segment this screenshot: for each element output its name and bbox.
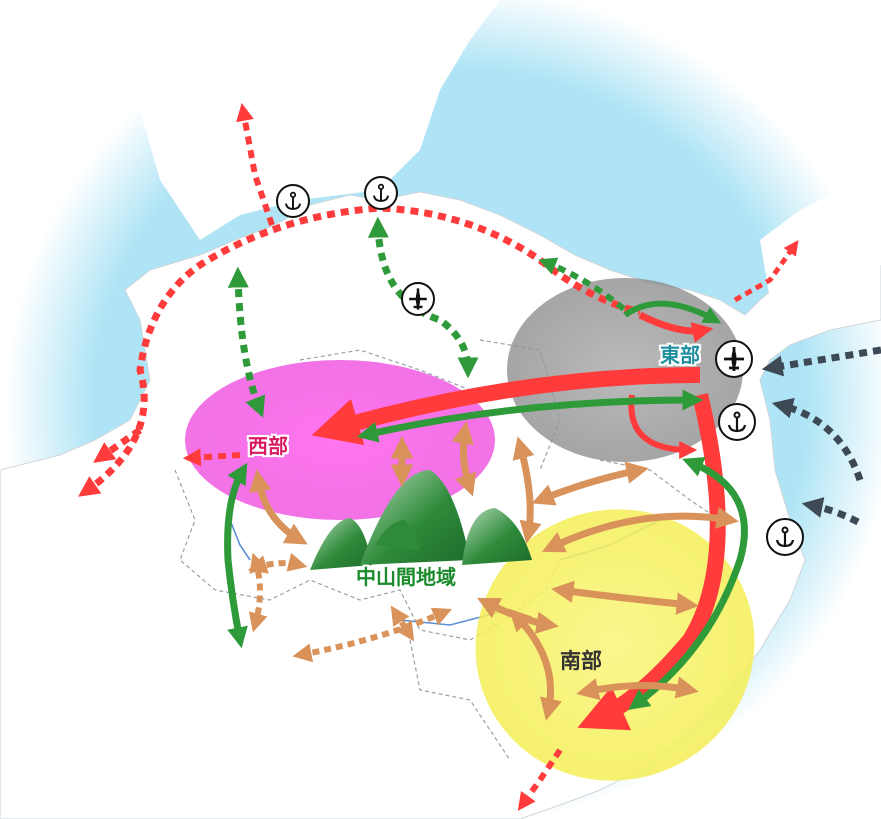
region-label-south: 南部 xyxy=(560,649,602,673)
region-label-mountains: 中山間地域 xyxy=(356,565,456,589)
region-label-west: 西部 xyxy=(248,434,288,458)
port-icon-north-west xyxy=(276,184,310,218)
dark-dotted-arrows xyxy=(761,346,881,526)
northeast-land xyxy=(760,185,881,300)
red-arrow-coast-to-east xyxy=(638,311,714,343)
green-arrow-east-to-west xyxy=(356,389,704,443)
green-arrow-east-to-south xyxy=(628,456,748,710)
tan-dotted-arrows xyxy=(247,552,453,663)
green-dotted-airport-link xyxy=(367,216,479,379)
green-dotted-northeast-link xyxy=(538,257,627,313)
north-land xyxy=(140,0,500,240)
port-icon-south-east xyxy=(766,518,804,556)
red-dotted-south-route xyxy=(517,748,563,811)
green-arrow-west-south xyxy=(224,462,248,649)
airport-icon-east xyxy=(715,340,753,378)
airport-icon-north xyxy=(401,282,435,316)
port-icon-east xyxy=(718,403,756,441)
tan-arrows xyxy=(249,421,739,721)
red-dotted-coastal-route xyxy=(78,204,641,497)
green-arrow-north-to-east xyxy=(623,300,722,324)
green-dotted-west-link xyxy=(227,266,266,418)
red-dotted-northeast-route xyxy=(733,240,799,303)
red-dotted-north-route xyxy=(236,102,275,226)
mountain-shapes xyxy=(310,470,532,570)
region-label-east: 東部 xyxy=(660,343,700,367)
port-icon-north xyxy=(364,176,398,210)
